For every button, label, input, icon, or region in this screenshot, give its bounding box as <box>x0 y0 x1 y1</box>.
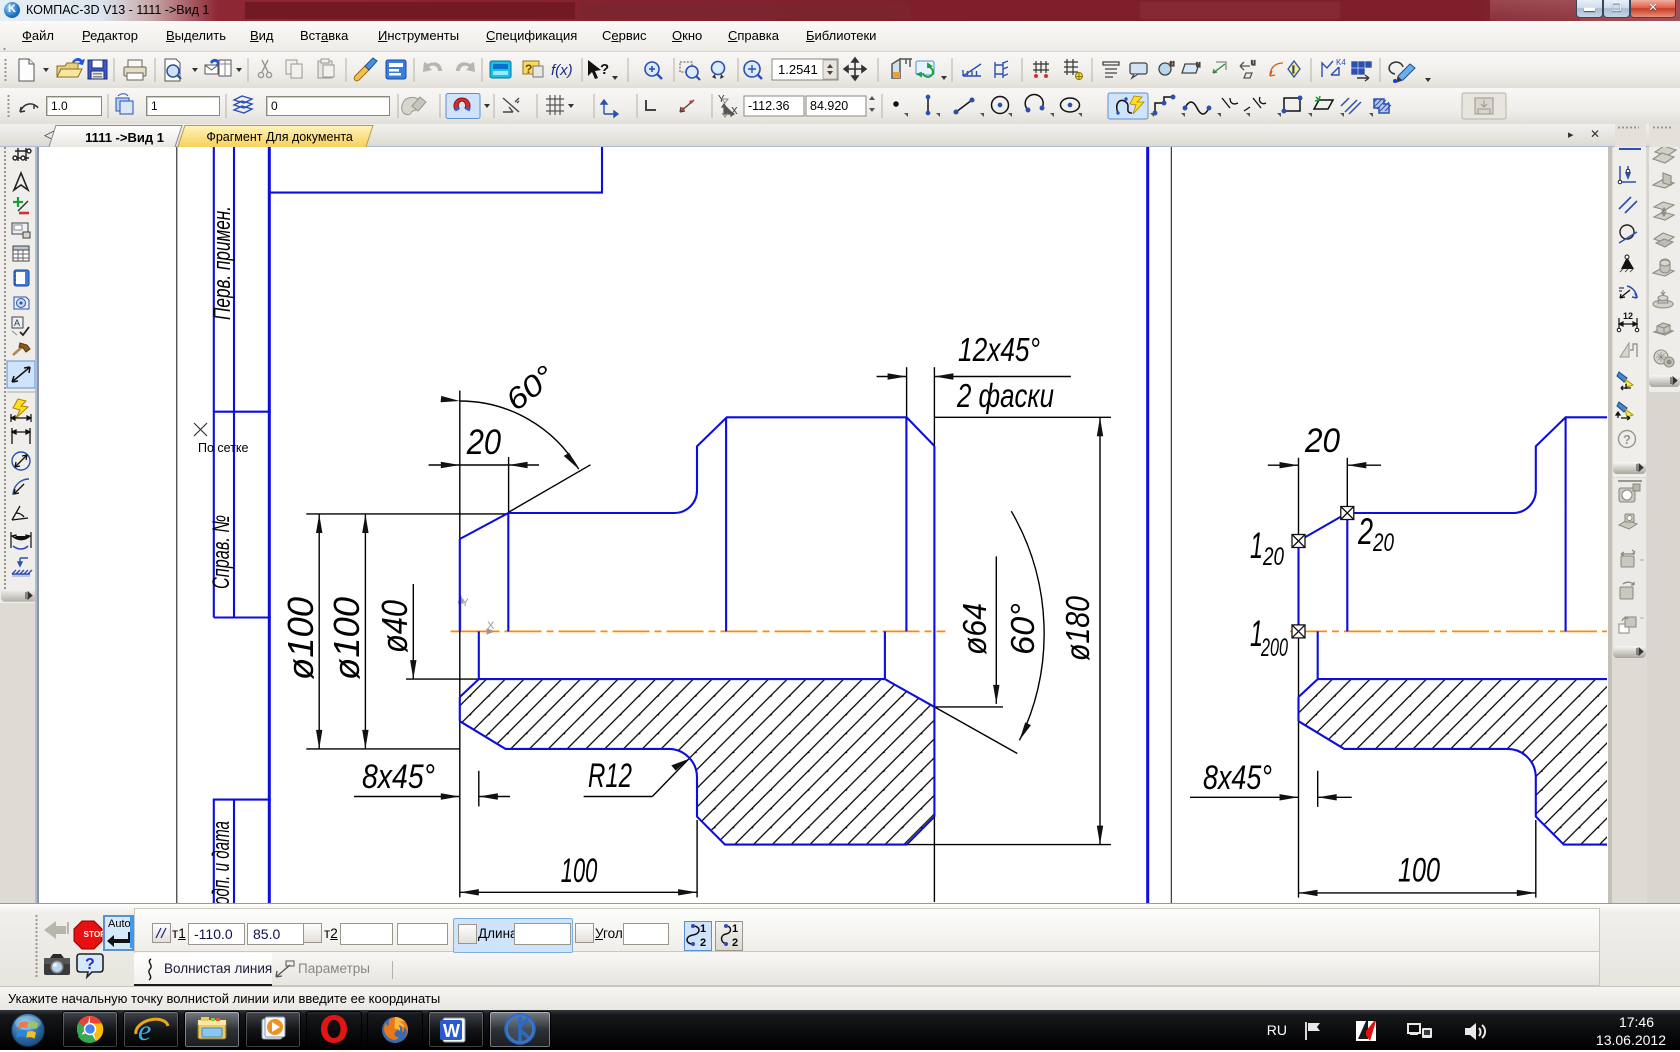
svg-text:20: 20 <box>1262 543 1284 571</box>
svg-text:?: ? <box>525 62 532 76</box>
svg-text:!: ! <box>1292 65 1295 76</box>
svg-text:60°: 60° <box>1004 603 1041 655</box>
svg-text:1: 1 <box>732 923 738 935</box>
svg-text:200: 200 <box>1260 634 1288 662</box>
svg-text:1.2541: 1.2541 <box>778 62 818 77</box>
svg-text:STOP: STOP <box>84 930 107 939</box>
svg-text:Y: Y <box>718 94 725 105</box>
svg-text:K4: K4 <box>1336 58 1346 67</box>
svg-text:Справ. №: Справ. № <box>208 515 235 589</box>
svg-text:12: 12 <box>1623 311 1633 321</box>
svg-text:12x45°: 12x45° <box>958 331 1040 368</box>
svg-text:84.920: 84.920 <box>810 99 848 113</box>
svg-text:20: 20 <box>466 423 502 462</box>
svg-text:Перв. примен.: Перв. примен. <box>209 206 236 320</box>
svg-text:?: ? <box>85 956 95 973</box>
svg-text:W: W <box>443 1021 460 1041</box>
svg-text:f(x): f(x) <box>551 62 573 79</box>
svg-text:1: 1 <box>1250 525 1263 566</box>
svg-text:8x45°: 8x45° <box>362 758 435 796</box>
svg-text:?: ? <box>600 61 609 78</box>
svg-text:ø64: ø64 <box>956 603 993 655</box>
svg-text:R12: R12 <box>588 757 632 795</box>
svg-text:-112.36: -112.36 <box>748 99 790 113</box>
svg-text:1: 1 <box>700 923 706 935</box>
svg-text:u: u <box>1251 58 1255 67</box>
svg-text:60°: 60° <box>500 359 561 417</box>
svg-text:Y: Y <box>462 597 470 609</box>
svg-text:100: 100 <box>1398 852 1440 890</box>
svg-text:u: u <box>1196 60 1200 69</box>
svg-text:A: A <box>14 318 20 328</box>
svg-text:20: 20 <box>1372 529 1394 557</box>
svg-text:1: 1 <box>1250 613 1263 654</box>
svg-text:Подп. и дата: Подп. и дата <box>208 821 235 903</box>
svg-text:2: 2 <box>732 937 738 949</box>
svg-text:ø40: ø40 <box>374 600 415 653</box>
svg-text:u: u <box>1170 59 1174 68</box>
svg-text:2: 2 <box>1357 511 1373 552</box>
svg-text:ø100: ø100 <box>280 597 321 680</box>
svg-text:20: 20 <box>1304 422 1340 460</box>
svg-text:По сетке: По сетке <box>198 441 249 455</box>
svg-text:X: X <box>731 106 738 117</box>
svg-text:ø100: ø100 <box>326 597 367 680</box>
svg-text:X: X <box>487 620 495 632</box>
svg-text:Auto: Auto <box>108 918 131 930</box>
svg-text:?: ? <box>1623 432 1631 447</box>
svg-text:2: 2 <box>700 937 706 949</box>
svg-text:8x45°: 8x45° <box>1203 759 1272 797</box>
svg-text:ø180: ø180 <box>1059 595 1096 661</box>
svg-text:2 фаски: 2 фаски <box>956 377 1054 414</box>
svg-text:100: 100 <box>561 852 598 890</box>
